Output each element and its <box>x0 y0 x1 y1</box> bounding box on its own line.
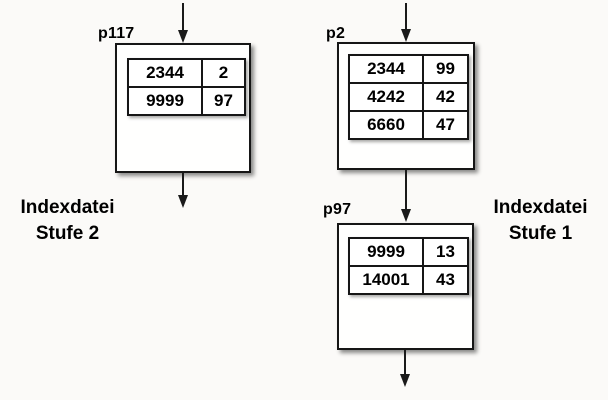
arrow-shaft <box>182 3 184 32</box>
key-cell: 9999 <box>129 88 203 114</box>
arrow-shaft <box>405 3 407 31</box>
pointer-cell: 13 <box>436 242 455 261</box>
table-row: 2344 2 <box>129 60 244 86</box>
table-row: 6660 47 <box>350 110 467 138</box>
arrow-head-icon <box>400 374 410 387</box>
caption-indexdatei-stufe-2: Indexdatei Stufe 2 <box>10 195 125 247</box>
pointer-cell: 97 <box>214 91 233 110</box>
arrow-head-icon <box>401 209 411 222</box>
arrow-out-of-p117 <box>177 173 189 208</box>
caption-indexdatei-stufe-1: Indexdatei Stufe 1 <box>483 195 598 247</box>
arrow-shaft <box>404 350 406 376</box>
key-cell: 2344 <box>350 56 424 82</box>
pointer-cell: 2 <box>218 63 229 82</box>
arrow-out-of-p97 <box>399 350 411 387</box>
index-page-box-p97: 9999 13 14001 43 <box>337 223 474 350</box>
arrow-head-icon <box>178 30 188 43</box>
page-label-p97: p97 <box>323 201 352 218</box>
table-row: 4242 42 <box>350 82 467 110</box>
page-label-p117: p117 <box>98 25 135 42</box>
caption-line: Indexdatei <box>493 197 588 218</box>
arrow-into-p117 <box>177 3 189 43</box>
pointer-cell: 99 <box>436 59 455 78</box>
key-table-p2: 2344 99 4242 42 6660 47 <box>348 54 469 140</box>
caption-line: Stufe 1 <box>508 223 573 244</box>
key-cell: 6660 <box>350 112 424 138</box>
arrow-head-icon <box>178 195 188 208</box>
index-page-box-p117: 2344 2 9999 97 <box>115 43 251 173</box>
caption-line: Stufe 2 <box>35 223 100 244</box>
key-cell: 9999 <box>350 239 424 265</box>
arrow-shaft <box>182 173 184 197</box>
arrow-head-icon <box>401 29 411 42</box>
arrow-shaft <box>405 170 407 211</box>
pointer-cell: 42 <box>436 87 455 106</box>
arrow-p2-to-p97 <box>400 170 412 222</box>
pointer-cell: 47 <box>436 115 455 134</box>
table-row: 2344 99 <box>350 56 467 82</box>
table-row: 9999 97 <box>129 86 244 114</box>
key-cell: 14001 <box>350 267 424 293</box>
key-table-p117: 2344 2 9999 97 <box>127 58 246 116</box>
key-cell: 4242 <box>350 84 424 110</box>
table-row: 9999 13 <box>350 239 467 265</box>
page-label-p2: p2 <box>326 25 346 42</box>
arrow-into-p2 <box>400 3 412 42</box>
table-row: 14001 43 <box>350 265 467 293</box>
key-cell: 2344 <box>129 60 203 86</box>
key-table-p97: 9999 13 14001 43 <box>348 237 469 295</box>
index-page-box-p2: 2344 99 4242 42 6660 47 <box>337 42 475 170</box>
pointer-cell: 43 <box>436 270 455 289</box>
caption-line: Indexdatei <box>20 197 115 218</box>
